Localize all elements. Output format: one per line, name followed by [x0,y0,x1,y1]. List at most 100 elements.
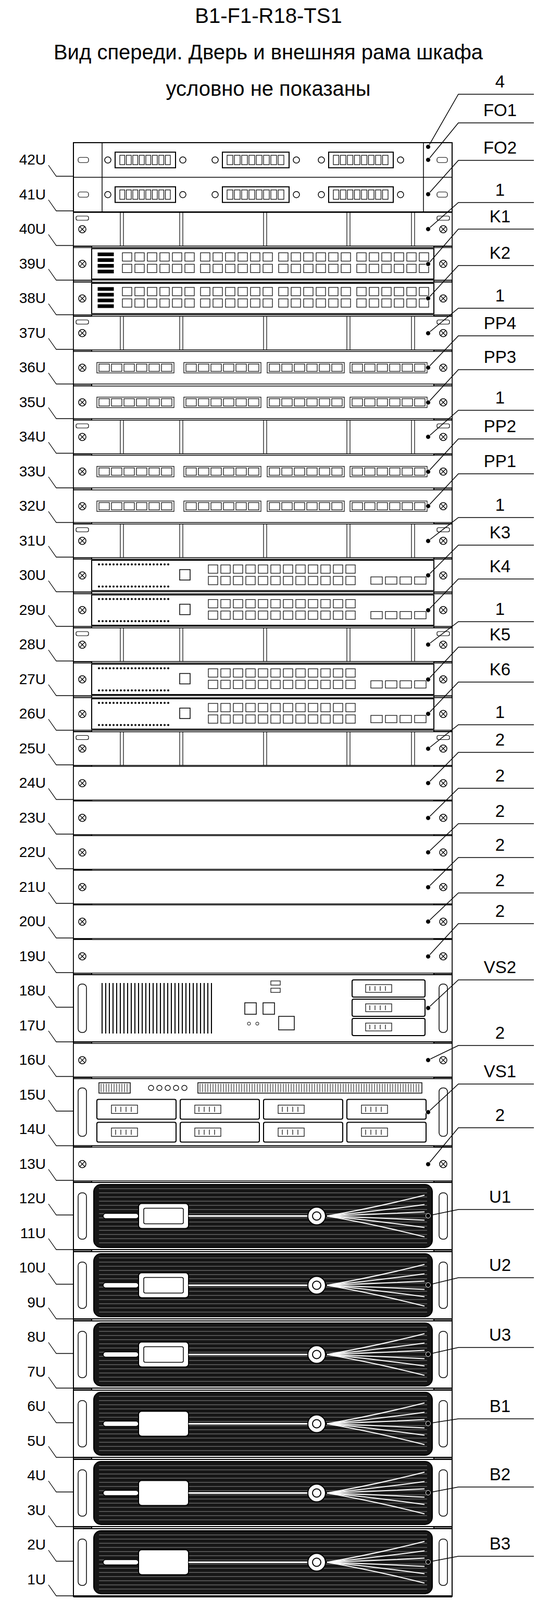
ear-slot [76,320,89,325]
ear-slot [76,735,89,741]
view-note: Вид спереди. Дверь и внешняя рама шкафа … [44,33,493,107]
switch-24 [73,663,453,697]
power-icon [312,1212,321,1221]
handle [78,1262,87,1309]
ear-slot [76,216,89,221]
vent-hole [116,724,119,727]
vent-hole [167,724,170,727]
vent-hole [123,598,126,601]
grille-slat [98,1451,428,1452]
organizer-body [73,316,453,351]
screw-slot [440,954,446,960]
rj45-port [233,669,243,678]
rj45-port [233,703,243,713]
vent-slot [141,983,143,1034]
unit-leader [48,580,74,592]
vent-slot [111,1084,112,1093]
callout-label: PP3 [463,346,537,369]
screw-slot [79,642,85,648]
rj45-port [402,502,413,510]
vent-hole [163,620,166,623]
leader-dot [426,1283,431,1289]
unit-number: 25U [0,741,46,757]
vent-hole [141,620,144,623]
rj45-port [328,298,339,308]
port-group [96,501,174,512]
grille-slat [98,1262,428,1264]
vent-slot [314,1084,316,1093]
drive-bay [263,1100,343,1120]
vent-slot [123,983,125,1034]
organizer-finger [349,732,351,767]
front-button [173,1085,179,1092]
unit-number: 10U [0,1260,46,1277]
screw [439,364,447,372]
screw-slot [440,400,446,406]
screw-slot [440,746,446,752]
unit-leader [48,165,74,177]
unit-number: 11U [0,1226,46,1242]
leader-dot [426,296,431,302]
vent-hole [159,585,162,589]
rj45-port [333,669,343,678]
vent-slot [145,983,147,1034]
grille-slat [98,1516,428,1517]
latch-mark [292,1107,293,1113]
screw [78,953,86,961]
ups-frame [73,1252,453,1320]
vent-hole [130,667,133,670]
vent-slot [364,1084,365,1093]
screw [78,502,86,510]
unit-number: 7U [0,1364,46,1381]
screw [78,848,86,857]
adapter-port [165,155,171,165]
organizer-finger [182,420,183,455]
unit-tick [433,592,453,594]
rj45-port [356,253,367,262]
vent-slot [293,1084,295,1093]
rj45-port [184,264,195,273]
ups-unit [73,1182,453,1251]
screw-slot [440,780,446,786]
adapter-port [132,190,139,200]
callout-label: 2 [463,1104,537,1127]
handle [78,1539,87,1586]
vent-hole [134,667,137,670]
rj45-port [258,565,268,574]
organizer-finger [410,524,412,559]
grille-slat [98,1239,428,1240]
rj45-port [250,253,260,262]
rj45-port [389,502,401,510]
screw-slot [79,919,85,925]
adapter-port [375,155,382,165]
unit-leader [48,1065,74,1077]
callout-label: K6 [463,658,537,681]
vent-hole [163,598,166,601]
screw-slot [440,607,446,614]
vent-hole [148,620,152,623]
screw-slot [440,1057,446,1064]
screw [78,745,86,753]
sfp-port [370,577,383,585]
organizer-finger [414,316,415,351]
rj45-port [364,364,376,372]
vent-slot [116,983,118,1034]
vent-hole [123,689,126,692]
rj45-port [198,468,209,476]
blank-body [73,835,453,870]
vent-slot [200,1084,201,1093]
rj45-port [245,600,256,609]
vent-hole [116,689,119,692]
leader-line [428,1045,534,1061]
rj45-port [122,287,132,296]
vent-slot [369,1084,370,1093]
screw-head [439,225,447,233]
vent-slot [408,1084,409,1093]
vent-slot [254,1084,256,1093]
panel-body [73,386,453,420]
ups-front [93,1254,433,1318]
callout-label: 2 [463,729,537,752]
screw-slot [440,469,446,475]
screw-slot [440,503,446,509]
screw-slot [79,677,85,683]
